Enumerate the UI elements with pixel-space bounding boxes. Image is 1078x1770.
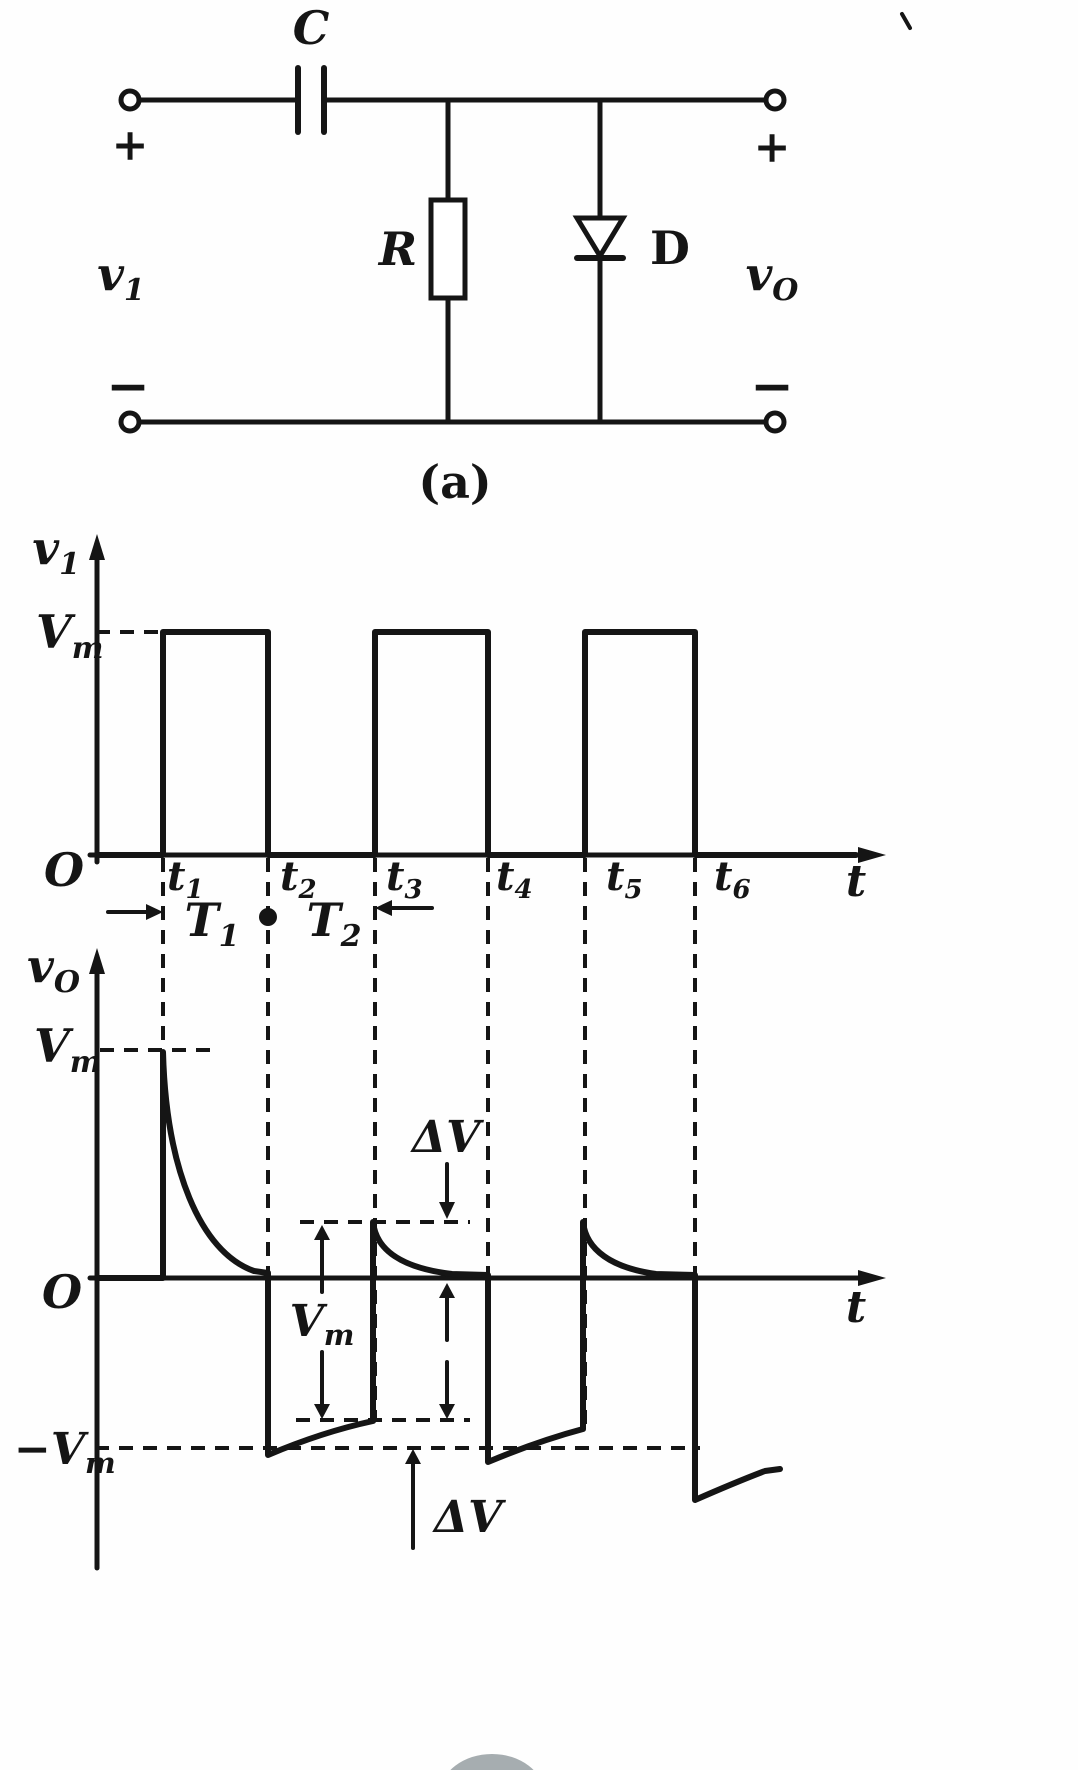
vo-vm-label: Vm [34,1019,101,1080]
tick-t3: t3 [386,853,423,905]
t1-interval-arrowhead [146,904,163,920]
input-voltage-label: v1 [97,247,145,308]
vo-neg-vm-label: −Vm [14,1424,116,1480]
vo-origin-label: O [42,1265,82,1319]
tick-t5: t5 [606,853,643,905]
diode-triangle [572,215,628,261]
v1-y-axis-arrowhead [89,534,105,560]
output-plus-sign: + [754,122,791,173]
v1-square-waveform [94,629,859,858]
tick-t1: t1 [167,853,204,905]
t2-interval-arrowhead [375,900,392,916]
vo-output-waveform [94,1049,783,1503]
vm-span-label: Vm [290,1296,355,1352]
input-minus-sign: − [106,356,150,417]
v1-x-axis-arrowhead [858,847,886,863]
resistor-label: R [377,222,417,276]
span-arrow-down-head [439,1404,455,1419]
input-plus-sign: + [112,120,149,171]
period-T2-label: T2 [306,893,361,954]
circuit-diagram: C R D + v1 − + vO − (a) [97,1,798,509]
capacitor-label: C [293,1,330,55]
output-minus-sign: − [750,356,794,417]
period-divider-dot [259,908,277,926]
period-T1-label: T1 [184,893,239,954]
span-arrow-up-head [439,1283,455,1298]
v1-vm-label: Vm [36,605,103,666]
scan-mark [900,12,912,30]
tick-t2: t2 [280,853,317,905]
resistor-body [428,197,468,301]
v1-origin-label: O [44,843,84,897]
vm-span-down-arrowhead [314,1404,330,1419]
output-terminal-bottom [763,410,787,434]
delta-v-bottom-label: ΔV [432,1492,506,1543]
diode-label: D [650,221,690,275]
page-curl-artifact [450,1754,534,1770]
tick-t6: t6 [714,853,751,905]
vo-t-axis-label: t [846,1282,866,1333]
plot-vo: vO Vm O t −Vm ΔV Vm ΔV [14,939,886,1571]
delta-v-top-label: ΔV [410,1112,484,1163]
v1-t-axis-label: t [846,856,866,907]
vm-span-up-arrowhead [314,1225,330,1240]
vo-axis-label: vO [27,939,80,1000]
output-terminal-top [763,88,787,112]
input-terminal-top [118,88,142,112]
tick-t4: t4 [496,853,533,905]
v1-axis-label: v1 [32,521,80,582]
delta-v-bottom-arrowhead [405,1449,421,1464]
subfigure-caption: (a) [418,455,491,509]
plot-v1: v1 Vm O t t1 t2 t3 t4 t5 t6 T1 T2 [32,521,886,954]
delta-v-top-arrowhead [439,1202,455,1219]
vo-x-axis-arrowhead [858,1270,886,1286]
output-voltage-label: vO [746,247,799,308]
time-guide-dashed-lines [161,858,697,1496]
vo-y-axis-arrowhead [89,948,105,974]
